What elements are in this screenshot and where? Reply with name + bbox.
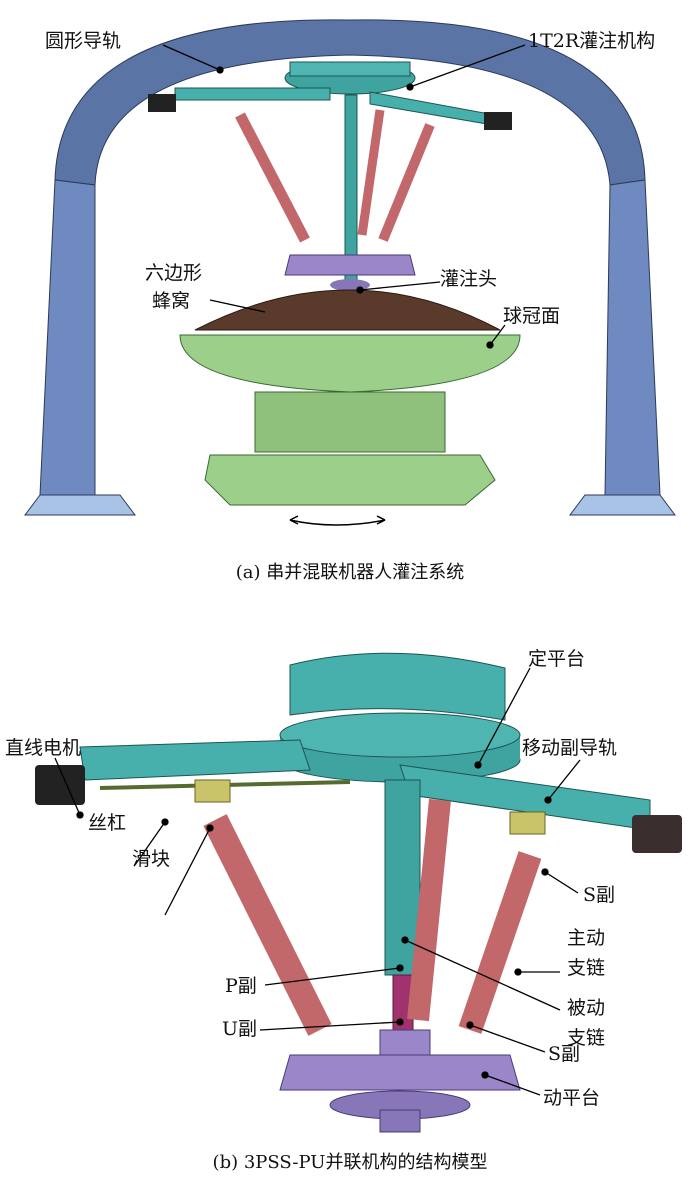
label-circular-guide: 圆形导轨 (45, 30, 122, 52)
label-s-joint-top: S副 (583, 884, 616, 906)
circular-guide-arch (24, 19, 676, 516)
label-passive-chain-1: 被动 (567, 997, 606, 1019)
honeycomb-dome (179, 289, 521, 526)
slider (194, 779, 231, 803)
label-moving-platform: 动平台 (543, 1087, 601, 1109)
label-spherical-cap: 球冠面 (503, 305, 561, 327)
linear-motor-right (632, 815, 682, 853)
label-passive-chain-2: 支链 (567, 1027, 606, 1049)
label-fixed-platform: 定平台 (528, 648, 586, 670)
active-chains (203, 798, 542, 1036)
label-active-chain-1: 主动 (567, 927, 606, 949)
label-slider: 滑块 (132, 848, 171, 870)
moving-platform (279, 1029, 521, 1133)
fixed-platform (279, 652, 521, 783)
caption-a: (a) 串并混联机器人灌注系统 (235, 562, 465, 583)
label-hexagon: 六边形 (145, 262, 203, 284)
label-s-joint-bottom: S副 (548, 1043, 581, 1065)
label-prismatic-guide: 移动副导轨 (522, 737, 618, 759)
mechanism-a (148, 61, 512, 291)
label-active-chain-2: 支链 (567, 957, 606, 979)
label-p-joint: P副 (225, 975, 257, 997)
label-honeycomb: 蜂窝 (152, 290, 191, 312)
linear-motor-left (35, 765, 85, 805)
label-mechanism: 1T2R灌注机构 (528, 30, 656, 52)
leader-lines-a (162, 44, 526, 349)
label-nozzle: 灌注头 (440, 268, 498, 290)
label-u-joint: U副 (222, 1018, 258, 1040)
leader-lines-b (54, 667, 581, 1096)
caption-b: (b) 3PSS-PU并联机构的结构模型 (212, 1152, 488, 1173)
rotation-arrow (289, 519, 386, 526)
label-lead-screw: 丝杠 (88, 812, 127, 834)
label-linear-motor: 直线电机 (5, 737, 82, 759)
